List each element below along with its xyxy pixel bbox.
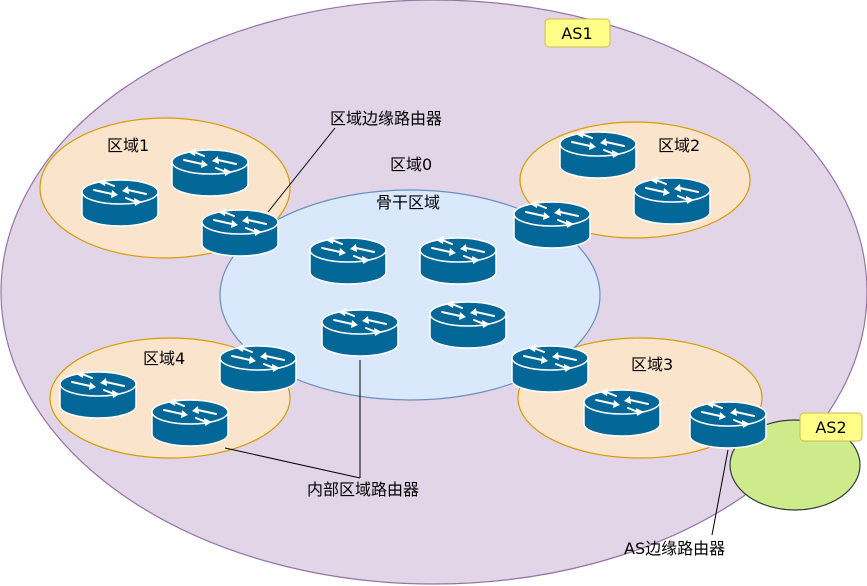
router-area1-b[interactable] xyxy=(81,177,159,227)
area2-label: 区域2 xyxy=(658,136,700,155)
router-area3-a[interactable] xyxy=(583,387,661,437)
router-abr-area2[interactable] xyxy=(513,199,591,249)
area1-label: 区域1 xyxy=(107,136,149,155)
router-area0-a[interactable] xyxy=(309,235,387,285)
router-area0-b[interactable] xyxy=(419,235,497,285)
router-asbr[interactable] xyxy=(689,399,767,449)
router-abr-area3[interactable] xyxy=(511,343,589,393)
as1-tag-label: AS1 xyxy=(561,24,592,43)
as2-region xyxy=(729,419,861,511)
area0-region xyxy=(219,189,601,401)
internal-callout-line-b xyxy=(224,447,361,479)
as1-tag-box xyxy=(544,18,611,48)
as2-tag-label: AS2 xyxy=(815,418,846,437)
abr-callout-line xyxy=(267,127,336,213)
area4-label: 区域4 xyxy=(143,349,185,368)
router-abr-area1[interactable] xyxy=(201,207,279,257)
asbr-callout-label: AS边缘路由器 xyxy=(624,539,725,558)
router-area2-a[interactable] xyxy=(559,129,637,179)
as2-tag-box xyxy=(799,412,863,442)
router-area4-a[interactable] xyxy=(59,369,137,419)
asbr-callout-line xyxy=(711,449,729,536)
abr-callout-label: 区域边缘路由器 xyxy=(330,109,442,128)
area3-label: 区域3 xyxy=(631,355,673,374)
router-area2-b[interactable] xyxy=(633,175,711,225)
router-area0-c[interactable] xyxy=(321,307,399,357)
backbone-label: 骨干区域 xyxy=(376,193,440,212)
internal-callout-label: 内部区域路由器 xyxy=(307,480,419,499)
area0-label: 区域0 xyxy=(390,155,432,174)
router-area0-d[interactable] xyxy=(429,299,507,349)
router-abr-area4[interactable] xyxy=(219,343,297,393)
router-area1-a[interactable] xyxy=(171,147,249,197)
router-area4-b[interactable] xyxy=(151,397,229,447)
